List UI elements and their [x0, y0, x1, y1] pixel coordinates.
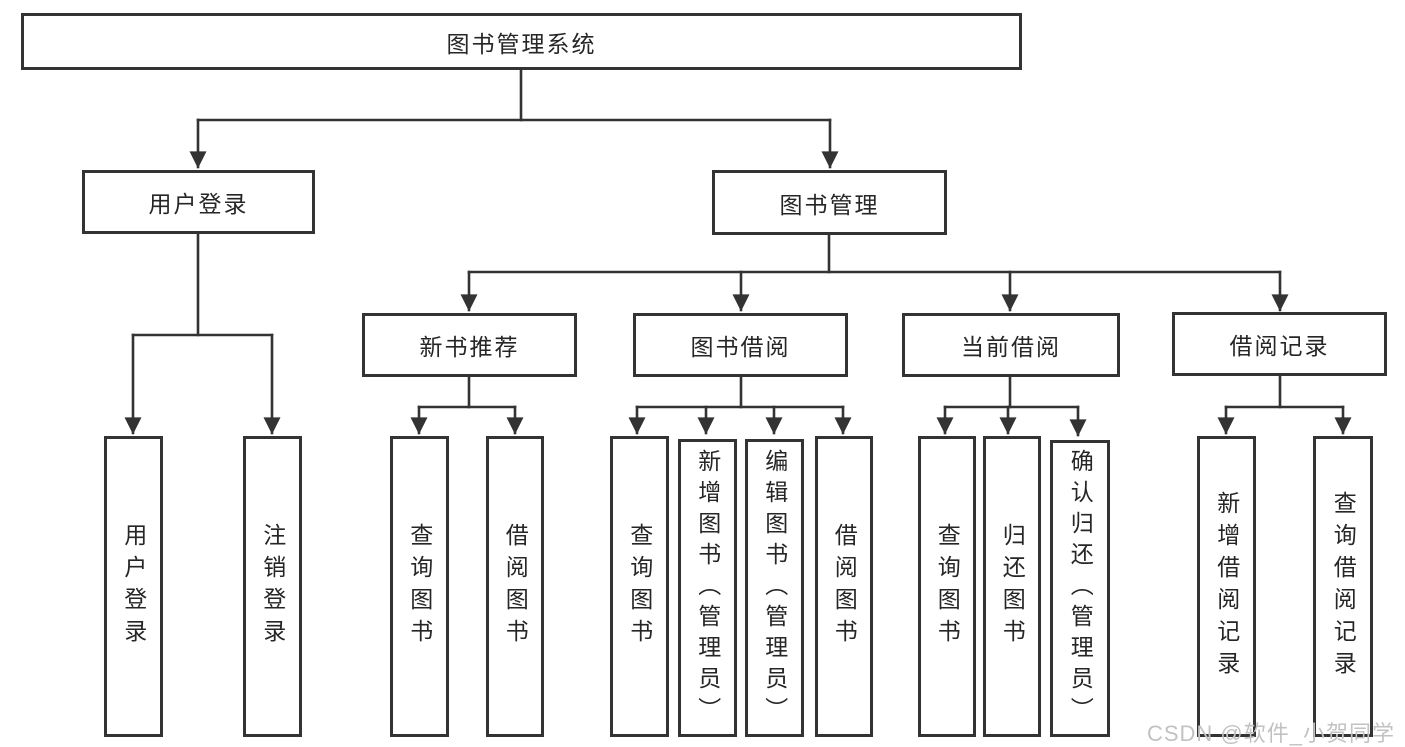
leaf-add-books-admin-label: 新增图书（管理员）: [694, 448, 721, 728]
leaf-edit-books-admin-label: 编辑图书（管理员）: [761, 448, 788, 728]
leaf-user-login-label: 用户登录: [120, 522, 147, 651]
node-book-management: 图书管理: [712, 170, 947, 235]
node-borrow-records-label: 借阅记录: [1229, 333, 1330, 359]
node-current-borrow: 当前借阅: [902, 313, 1120, 377]
node-user-login-label: 用户登录: [148, 191, 249, 217]
node-book-management-label: 图书管理: [779, 191, 880, 218]
node-new-book-recommend-label: 新书推荐: [419, 334, 520, 360]
leaf-logout: 注销登录: [243, 436, 302, 737]
node-book-borrow: 图书借阅: [633, 313, 848, 377]
leaf-return-books: 归还图书: [983, 436, 1041, 737]
leaf-edit-books-admin: 编辑图书（管理员）: [745, 439, 804, 737]
leaf-query-books-recommend: 查询图书: [390, 436, 449, 737]
leaf-borrow-books-label: 借阅图书: [831, 522, 858, 651]
leaf-add-borrow-record-label: 新增借阅记录: [1213, 490, 1240, 683]
node-borrow-records: 借阅记录: [1172, 312, 1387, 376]
leaf-add-books-admin: 新增图书（管理员）: [678, 439, 737, 737]
leaf-query-books-current: 查询图书: [918, 436, 976, 737]
leaf-borrow-books: 借阅图书: [815, 436, 873, 737]
csdn-watermark: CSDN @软件_小贺同学: [1146, 721, 1395, 746]
leaf-confirm-return-admin-label: 确认归还（管理员）: [1067, 449, 1094, 728]
leaf-add-borrow-record: 新增借阅记录: [1197, 436, 1256, 737]
leaf-logout-label: 注销登录: [259, 522, 286, 651]
leaf-return-books-label: 归还图书: [999, 522, 1026, 651]
leaf-borrow-books-recommend-label: 借阅图书: [502, 522, 529, 651]
node-book-borrow-label: 图书借阅: [690, 334, 791, 360]
leaf-confirm-return-admin: 确认归还（管理员）: [1050, 440, 1110, 737]
leaf-query-books-recommend-label: 查询图书: [406, 522, 433, 651]
leaf-query-borrow-record: 查询借阅记录: [1313, 436, 1373, 737]
leaf-borrow-books-recommend: 借阅图书: [486, 436, 544, 737]
leaf-query-books-current-label: 查询图书: [934, 522, 961, 651]
node-root: 图书管理系统: [21, 13, 1022, 70]
node-current-borrow-label: 当前借阅: [961, 334, 1061, 360]
leaf-query-borrow-record-label: 查询借阅记录: [1330, 490, 1357, 683]
node-new-book-recommend: 新书推荐: [362, 313, 577, 377]
leaf-query-books-borrow: 查询图书: [610, 436, 669, 737]
node-root-label: 图书管理系统: [446, 30, 597, 57]
leaf-user-login: 用户登录: [104, 436, 163, 737]
leaf-query-books-borrow-label: 查询图书: [626, 522, 653, 651]
node-user-login: 用户登录: [82, 170, 315, 234]
